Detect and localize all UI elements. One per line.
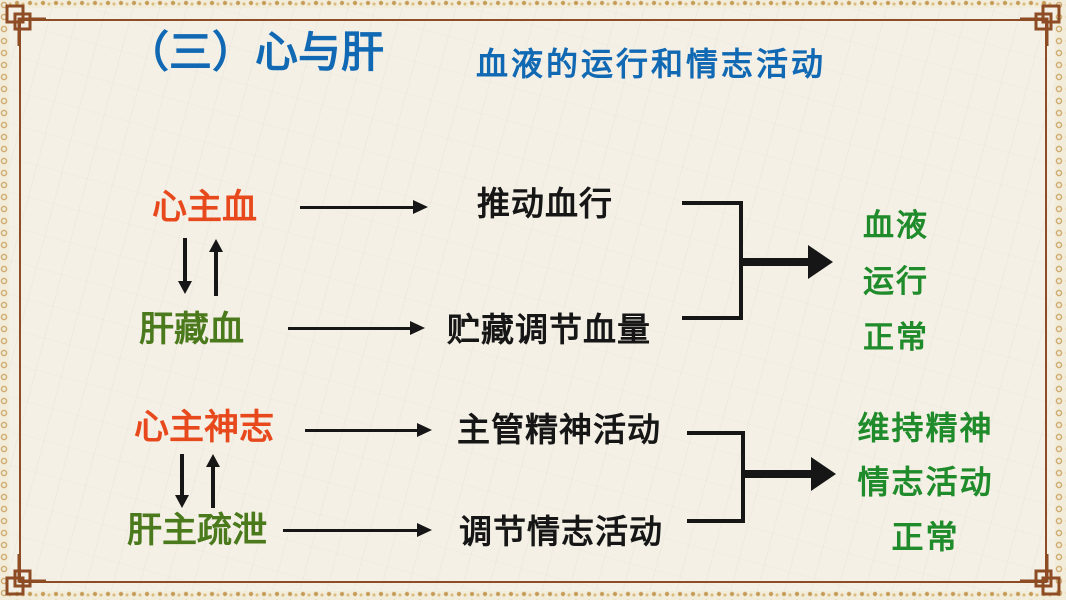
inner-frame <box>19 19 1047 583</box>
promote-blood-flow-label: 推动血行 <box>477 185 613 222</box>
regulate-emotion-label: 调节情志活动 <box>459 513 663 550</box>
merge-arrow-icon <box>745 457 836 491</box>
right-arrow-icon <box>305 423 432 437</box>
corner-knot-icon <box>1020 4 1061 46</box>
heart-governs-spirit-label: 心主神志 <box>134 408 275 447</box>
spirit-result-line: 正常 <box>891 519 960 555</box>
corner-knot-icon <box>5 554 46 596</box>
spirit-result-line: 情志活动 <box>857 464 994 500</box>
bracket-line <box>741 431 745 523</box>
corner-knot-icon <box>5 4 46 46</box>
spirit-result-line: 维持精神 <box>857 410 994 446</box>
up-arrow-icon <box>206 454 220 508</box>
right-arrow-icon <box>288 321 425 335</box>
liver-dredging-label: 肝主疏泄 <box>127 511 268 550</box>
bracket-line <box>687 431 745 435</box>
heart-governs-blood-label: 心主血 <box>152 188 258 227</box>
manage-mental-activity-label: 主管精神活动 <box>457 411 661 448</box>
down-arrow-icon <box>175 454 189 508</box>
up-arrow-icon <box>209 239 223 296</box>
blood-result-line: 血液 <box>863 208 929 243</box>
store-regulate-blood-label: 贮藏调节血量 <box>447 311 651 348</box>
merge-arrow-icon <box>741 245 833 279</box>
page-title: （三）心与肝 <box>126 29 384 77</box>
bracket-line <box>682 316 743 320</box>
border-band-left <box>0 0 9 600</box>
bracket-line <box>682 201 743 205</box>
right-arrow-icon <box>300 200 428 214</box>
page-subtitle: 血液的运行和情志活动 <box>476 46 827 82</box>
down-arrow-icon <box>178 238 192 294</box>
liver-stores-blood-label: 肝藏血 <box>139 310 245 349</box>
border-band-right <box>1055 0 1066 600</box>
border-band-bottom <box>0 591 1066 600</box>
right-arrow-icon <box>283 523 432 537</box>
blood-result-line: 运行 <box>863 264 929 299</box>
corner-knot-icon <box>1020 554 1061 596</box>
blood-result-line: 正常 <box>863 320 929 355</box>
bracket-line <box>687 519 745 523</box>
border-band-top <box>0 0 1066 8</box>
